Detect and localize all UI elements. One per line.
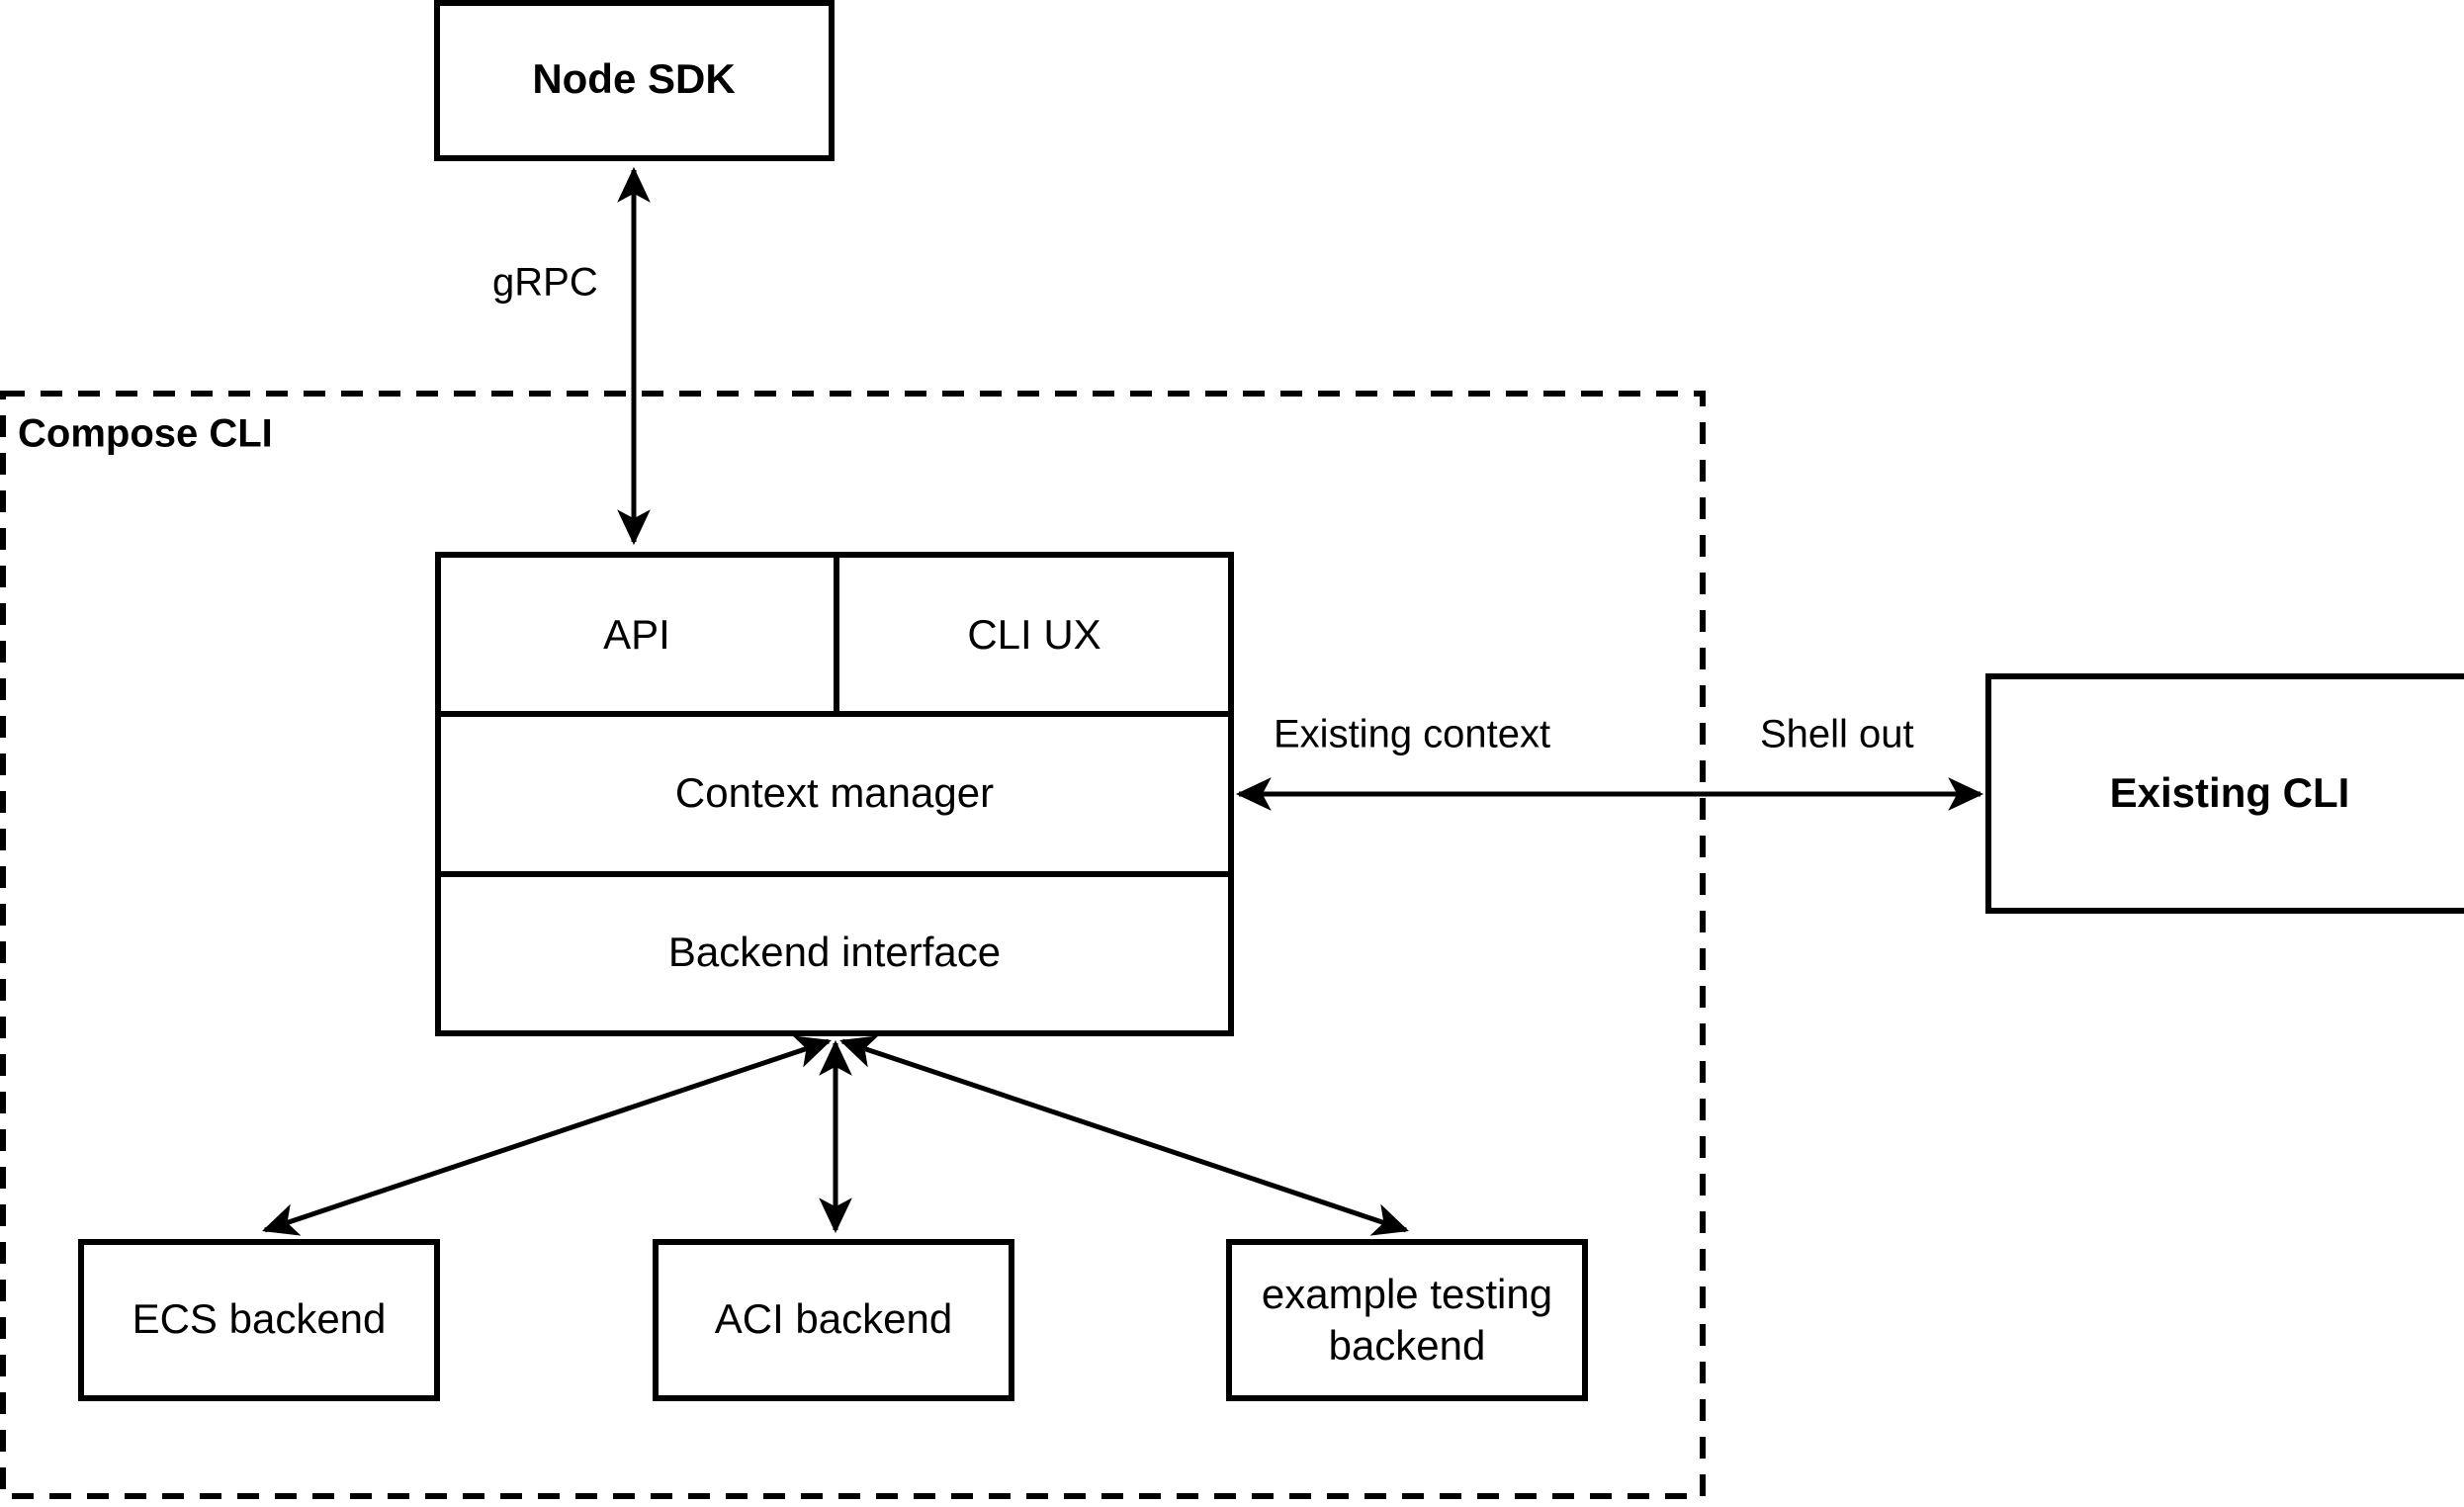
compose-cli-group-label: Compose CLI	[18, 412, 273, 456]
node-sdk-label: Node SDK	[532, 55, 735, 102]
existing-cli-box	[1985, 673, 2464, 914]
ecs-backend-box	[78, 1239, 440, 1401]
aci-backend-box	[653, 1239, 1014, 1401]
node-sdk-box	[434, 0, 835, 161]
context-manager-label: Context manager	[675, 769, 994, 816]
existing-cli-label: Existing CLI	[2110, 769, 2350, 816]
aci-backend-label: ACI backend	[715, 1295, 952, 1342]
example-testing-backend-label-line2: backend	[1329, 1322, 1486, 1369]
compose-cli-group-boundary	[0, 391, 1706, 1499]
grpc-edge-label: gRPC	[492, 261, 598, 305]
cli-ux-label: CLI UX	[967, 611, 1100, 658]
backend-to-ecs-connector	[262, 1035, 832, 1236]
api-label: API	[603, 611, 670, 658]
example-testing-backend-box	[1226, 1239, 1588, 1401]
backend-interface-label: Backend interface	[668, 929, 1001, 975]
existing-context-edge-label: Existing context	[1274, 713, 1550, 756]
shell-out-edge-label: Shell out	[1760, 713, 1914, 756]
ecs-backend-label: ECS backend	[132, 1295, 387, 1342]
backend-to-example-connector	[839, 1035, 1409, 1236]
example-testing-backend-label-line1: example testing	[1262, 1271, 1552, 1317]
